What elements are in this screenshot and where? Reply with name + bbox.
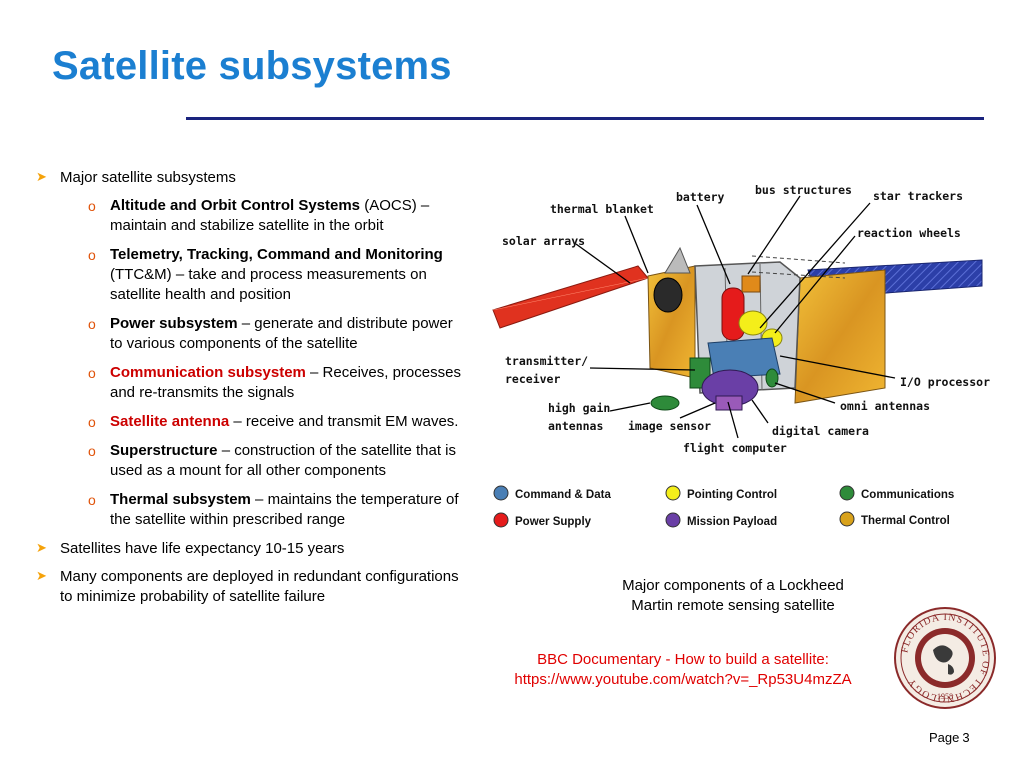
- subsystem-desc: (AOCS) – maintain and stabilize satellit…: [110, 197, 430, 234]
- legend-swatch-pointing-control: [665, 485, 681, 501]
- satellite-diagram: thermal blanket battery bus structures s…: [492, 183, 990, 528]
- subsystem-desc: (TTC&M) – take and process measurements …: [110, 266, 427, 303]
- subsystem-term: Satellite antenna: [110, 413, 230, 430]
- label-image-sensor: image sensor: [628, 419, 711, 433]
- legend-swatch-thermal-control: [839, 511, 855, 527]
- bbc-documentary-link[interactable]: BBC Documentary - How to build a satelli…: [488, 650, 878, 690]
- circle-bullet-icon: o: [88, 414, 96, 430]
- subsystem-term: Thermal subsystem: [110, 491, 251, 508]
- bbc-link-title[interactable]: BBC Documentary - How to build a satelli…: [537, 651, 829, 668]
- subsystem-item-power: o Power subsystem – generate and distrib…: [88, 314, 466, 354]
- label-receiver: receiver: [505, 372, 560, 386]
- label-antennas: antennas: [548, 419, 603, 433]
- circle-bullet-icon: o: [88, 198, 96, 214]
- subsystem-term: Altitude and Orbit Control Systems: [110, 197, 361, 214]
- legend-pointing-control: Pointing Control: [687, 489, 777, 501]
- battery-part: [721, 287, 745, 341]
- subsystem-item-thermal: o Thermal subsystem – maintains the temp…: [88, 490, 466, 530]
- circle-bullet-icon: o: [88, 492, 96, 508]
- svg-text:1958: 1958: [937, 692, 953, 701]
- legend-swatch-mission-payload: [665, 512, 681, 528]
- caption-line: Major components of a Lockheed: [622, 577, 844, 594]
- label-solar-arrays: solar arrays: [502, 234, 585, 248]
- bullet-text: Major satellite subsystems: [60, 169, 236, 186]
- label-omni-antennas: omni antennas: [840, 399, 930, 413]
- subsystem-desc: – Receives, processes and re-transmits t…: [110, 364, 461, 401]
- subsystem-list: o Altitude and Orbit Control Systems (AO…: [88, 196, 466, 530]
- circle-bullet-icon: o: [88, 316, 96, 332]
- label-transmitter: transmitter/: [505, 354, 588, 368]
- bullet-text: Satellites have life expectancy 10-15 ye…: [60, 540, 345, 557]
- bullet-redundancy: ➤ Many components are deployed in redund…: [36, 567, 466, 607]
- legend-power-supply: Power Supply: [515, 516, 592, 528]
- subsystem-term: Superstructure: [110, 442, 218, 459]
- high-gain-antenna-part: [650, 395, 680, 411]
- subsystem-term: Telemetry, Tracking, Command and Monitor…: [110, 246, 443, 263]
- page-label: Page: [929, 730, 960, 745]
- label-thermal-blanket: thermal blanket: [550, 202, 654, 216]
- subsystem-term: Power subsystem: [110, 315, 238, 332]
- subsystem-item-ttcm: o Telemetry, Tracking, Command and Monit…: [88, 245, 466, 305]
- label-reaction-wheels: reaction wheels: [857, 226, 961, 240]
- circle-bullet-icon: o: [88, 365, 96, 381]
- legend-communications: Communications: [861, 489, 954, 501]
- legend-mission-payload: Mission Payload: [687, 516, 777, 528]
- legend-swatch-communications: [839, 485, 855, 501]
- bullet-life-expectancy: ➤ Satellites have life expectancy 10-15 …: [36, 539, 466, 559]
- subsystem-desc: – maintains the temperature of the satel…: [110, 491, 459, 528]
- label-io-processor: I/O processor: [900, 375, 990, 389]
- legend-swatch-command-data: [493, 485, 509, 501]
- label-flight-computer: flight computer: [683, 441, 787, 455]
- label-high-gain: high gain: [548, 401, 610, 415]
- figure-caption: Major components of a Lockheed Martin re…: [585, 576, 881, 616]
- subsystem-desc: – generate and distribute power to vario…: [110, 315, 453, 352]
- arrow-bullet-icon: ➤: [36, 169, 47, 184]
- title-underline: [186, 117, 984, 120]
- page-num: 3: [962, 730, 970, 745]
- label-star-trackers: star trackers: [873, 189, 963, 203]
- subsystem-item-aocs: o Altitude and Orbit Control Systems (AO…: [88, 196, 466, 236]
- subsystem-desc: – receive and transmit EM waves.: [229, 413, 459, 430]
- arrow-bullet-icon: ➤: [36, 540, 47, 555]
- legend-thermal-control: Thermal Control: [861, 515, 950, 527]
- subsystem-item-antenna: o Satellite antenna – receive and transm…: [88, 412, 466, 432]
- bullet-text: Many components are deployed in redundan…: [60, 568, 459, 605]
- label-digital-camera: digital camera: [772, 424, 869, 438]
- thermal-blanket-right: [794, 269, 886, 404]
- flight-computer-part: [707, 337, 781, 379]
- subsystem-desc: – construction of the satellite that is …: [110, 442, 456, 479]
- caption-line: Martin remote sensing satellite: [631, 597, 835, 614]
- circle-bullet-icon: o: [88, 247, 96, 263]
- label-bus-structures: bus structures: [755, 183, 852, 197]
- arrow-bullet-icon: ➤: [36, 568, 47, 583]
- fit-seal-logo: FLORIDA INSTITUTE OF TECHNOLOGY 1958: [894, 607, 996, 709]
- circle-bullet-icon: o: [88, 443, 96, 459]
- subsystem-term: Communication subsystem: [110, 364, 306, 381]
- legend-swatch-power-supply: [493, 512, 509, 528]
- solar-array-left: [492, 265, 649, 329]
- subsystem-item-superstructure: o Superstructure – construction of the s…: [88, 441, 466, 481]
- slide-title: Satellite subsystems: [52, 44, 452, 88]
- bullet-list: ➤ Major satellite subsystems o Altitude …: [36, 168, 466, 607]
- subsystem-item-communication: o Communication subsystem – Receives, pr…: [88, 363, 466, 403]
- legend-command-data: Command & Data: [515, 489, 611, 501]
- bbc-link-url[interactable]: https://www.youtube.com/watch?v=_Rp53U4m…: [514, 671, 852, 688]
- label-battery: battery: [676, 190, 725, 204]
- bullet-major-subsystems: ➤ Major satellite subsystems: [36, 168, 466, 188]
